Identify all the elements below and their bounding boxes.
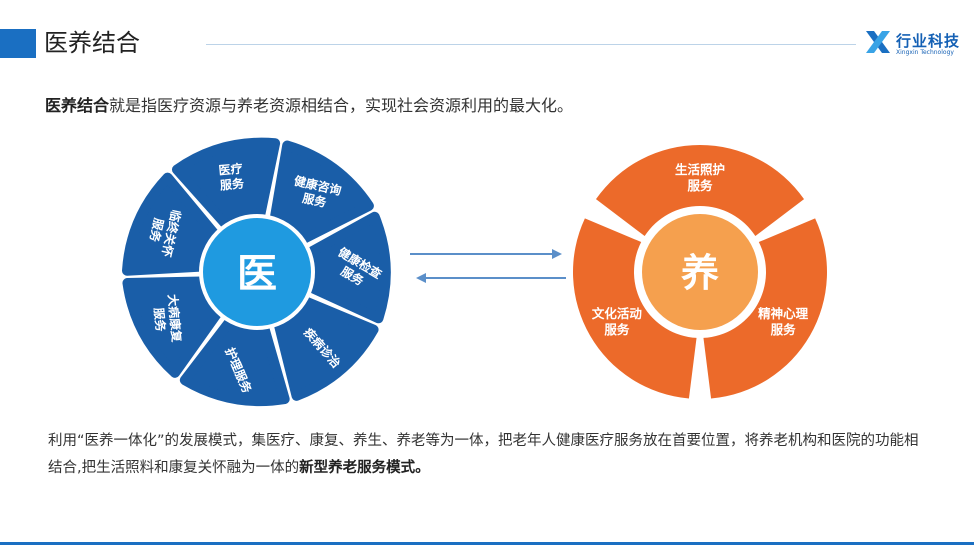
logo-name: 行业科技	[896, 32, 961, 50]
title-divider	[206, 44, 856, 45]
logo-subtitle: Xingxin Technology	[896, 49, 954, 56]
medical-petal	[122, 172, 225, 276]
medical-center-circle	[199, 214, 315, 330]
intro-highlight: 医养结合	[45, 96, 110, 115]
petal-label-group: 大病康复服务	[150, 294, 184, 346]
medical-petal	[268, 140, 374, 248]
company-logo: 行业科技 Xingxin Technology	[864, 28, 964, 58]
care-center-circle	[642, 214, 758, 330]
arrow-left	[416, 273, 566, 283]
medical-petal	[122, 276, 227, 378]
care-segment-label: 精神心理服务	[758, 306, 809, 337]
medical-petal	[171, 137, 281, 235]
care-segment	[573, 218, 697, 399]
page-title: 医养结合	[44, 29, 140, 57]
arrow-right	[410, 249, 562, 259]
care-segment	[595, 145, 805, 237]
title-accent-bar	[0, 29, 36, 58]
medical-wheel: 医疗服务健康咨询服务健康检查服务疾病诊治护理服务大病康复服务临终关怀服务医	[122, 137, 391, 407]
footer-paragraph: 利用“医养一体化”的发展模式，集医疗、康复、养生、养老等为一体，把老年人健康医疗…	[48, 428, 928, 482]
medical-petal	[272, 293, 379, 401]
care-segment-label: 文化活动服务	[592, 306, 643, 337]
medical-petal	[299, 211, 391, 324]
petal-label: 医疗服务	[218, 160, 246, 192]
logo-x-icon	[866, 31, 890, 53]
petal-label: 大病康复服务	[150, 294, 184, 346]
bottom-border	[0, 542, 974, 545]
intro-sentence: 医养结合就是指医疗资源与养老资源相结合，实现社会资源利用的最大化。	[45, 92, 573, 116]
care-segment-label: 生活照护服务	[675, 162, 725, 193]
footer-text: 利用“医养一体化”的发展模式，集医疗、康复、养生、养老等为一体，把老年人健康医疗…	[48, 433, 919, 476]
medical-petal	[179, 311, 290, 407]
intro-text: 就是指医疗资源与养老资源相结合，实现社会资源利用的最大化。	[109, 96, 574, 115]
care-segment	[703, 218, 827, 399]
medical-center-label: 医	[237, 251, 277, 297]
care-center-label: 养	[681, 251, 719, 295]
footer-highlight: 新型养老服务模式。	[299, 460, 430, 476]
petal-label-group: 医疗服务	[218, 160, 246, 193]
